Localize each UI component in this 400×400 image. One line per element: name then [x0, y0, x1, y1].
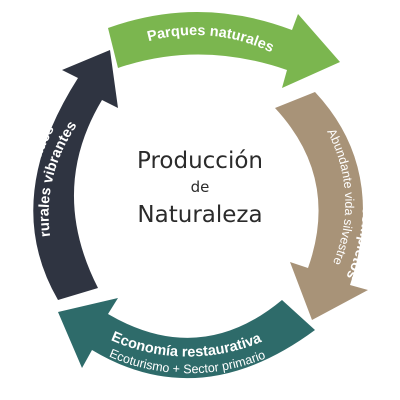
- segment-arrow-comunidades: [33, 50, 118, 300]
- segment-arrow-parques: [108, 11, 340, 89]
- segment-arrow-ecosistemas: [275, 92, 368, 320]
- center-title-line-1: Producción: [137, 148, 263, 174]
- segment-arrow-economia: [58, 298, 315, 379]
- center-title-line-3: Naturaleza: [137, 202, 262, 228]
- center-title-line-2: de: [191, 178, 210, 196]
